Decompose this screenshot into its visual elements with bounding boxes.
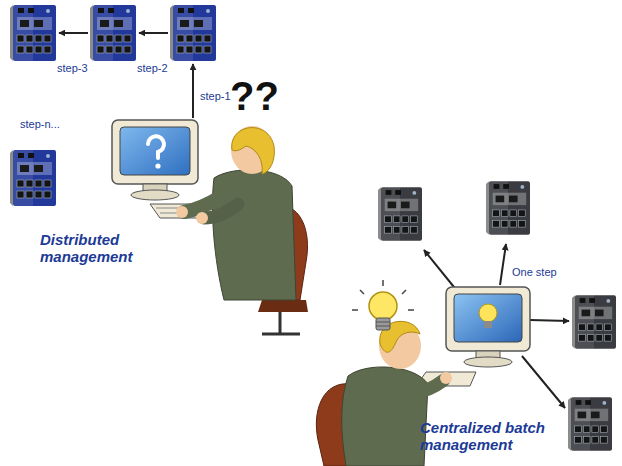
step-label: step-2 xyxy=(137,62,168,74)
question-marks: ?? xyxy=(230,74,279,119)
one-step-arrows xyxy=(424,244,569,408)
step-label: step-n... xyxy=(20,118,60,130)
step-label: step-3 xyxy=(57,62,88,74)
person-1 xyxy=(176,126,308,334)
lightbulb-icon xyxy=(352,280,414,330)
step-arrows xyxy=(59,33,193,118)
step-label: One step xyxy=(512,266,557,278)
computer-1 xyxy=(112,120,226,218)
section-title: Centralized batch management xyxy=(420,420,565,454)
section-title: Distributed management xyxy=(40,232,152,266)
computer-2 xyxy=(416,287,530,386)
switch-icons-blue xyxy=(10,5,216,206)
step-label: step-1 xyxy=(200,90,231,102)
